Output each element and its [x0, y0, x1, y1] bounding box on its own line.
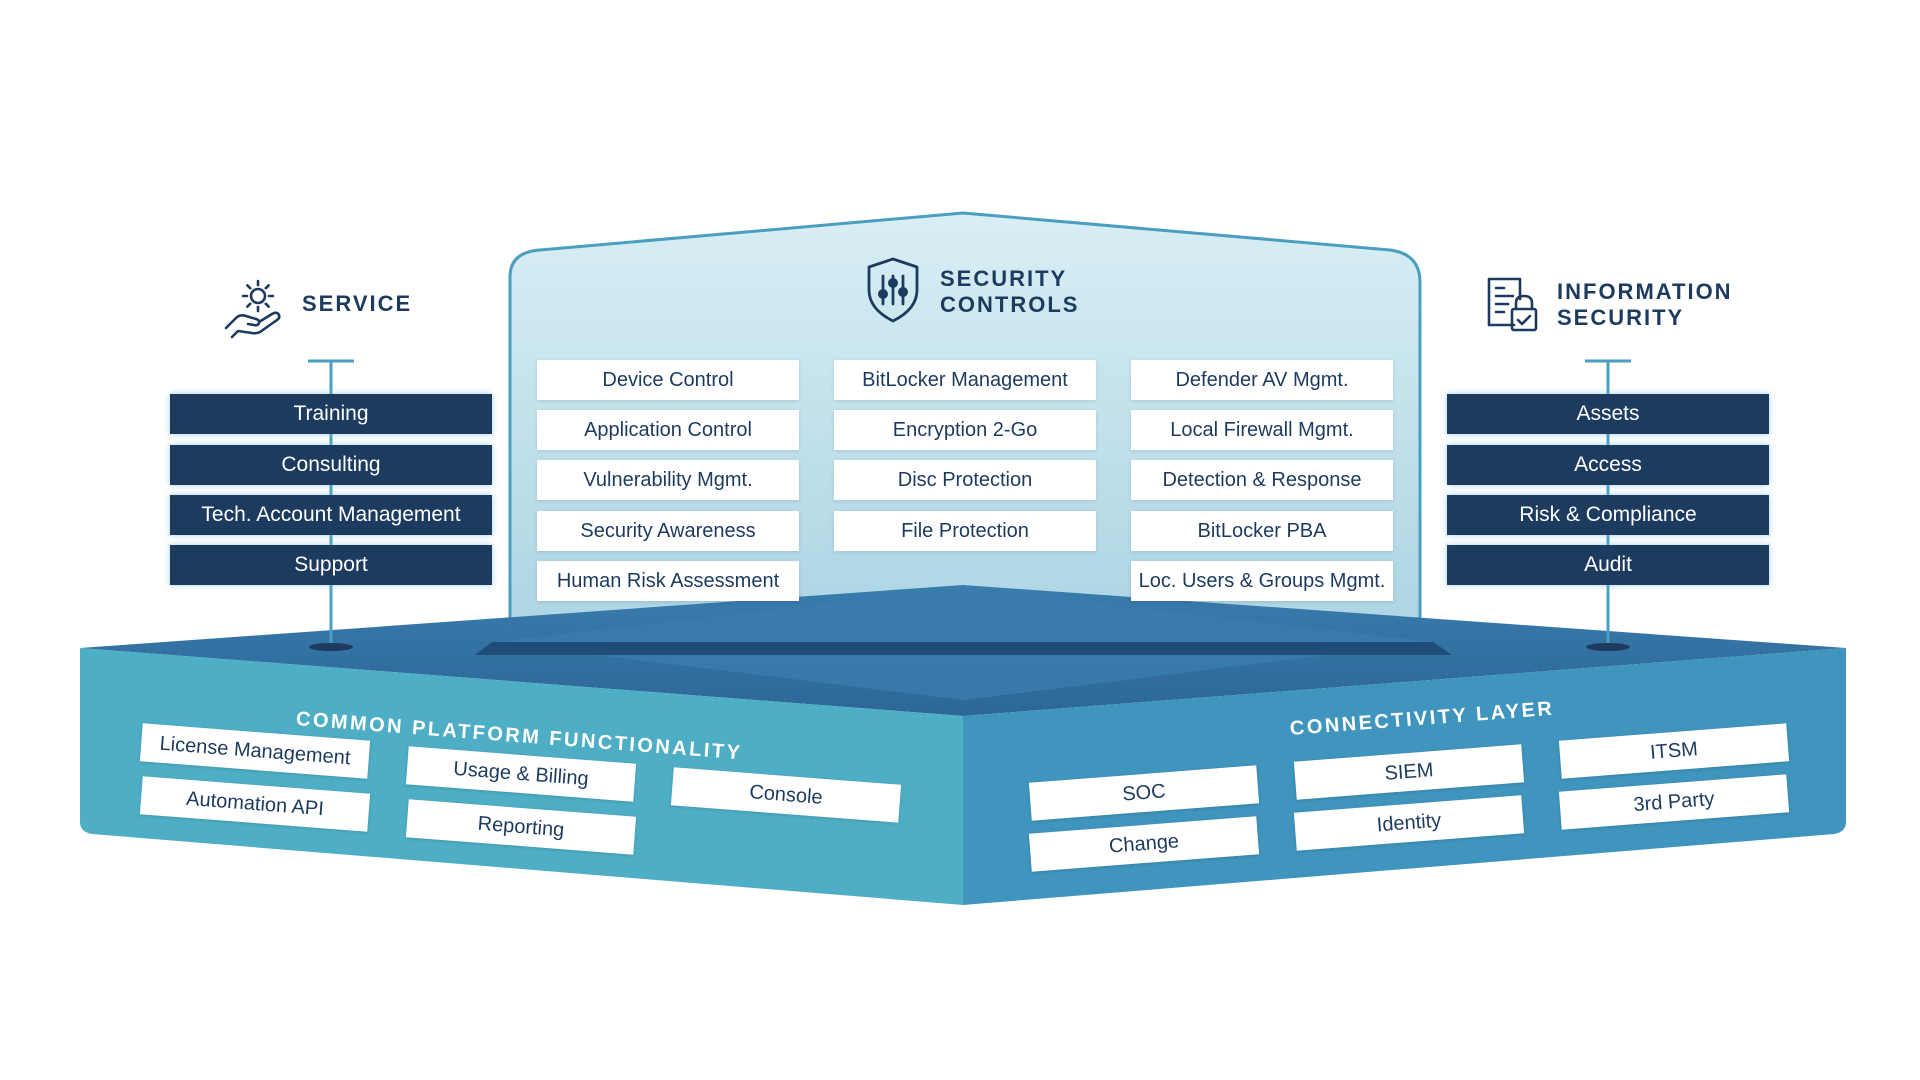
control-defender-av-mgmt[interactable]: Defender AV Mgmt. [1131, 360, 1393, 400]
service-item-support[interactable]: Support [170, 545, 492, 585]
information-security-title: INFORMATION SECURITY [1557, 279, 1733, 331]
control-encryption-2go[interactable]: Encryption 2-Go [834, 410, 1096, 450]
information-security-title-line2: SECURITY [1557, 305, 1685, 330]
infosec-item-assets[interactable]: Assets [1447, 394, 1769, 434]
control-security-awareness[interactable]: Security Awareness [537, 511, 799, 551]
control-local-firewall-mgmt[interactable]: Local Firewall Mgmt. [1131, 410, 1393, 450]
control-detection-response[interactable]: Detection & Response [1131, 460, 1393, 500]
gear-hand-icon [224, 279, 281, 339]
infosec-connector-base [1586, 643, 1630, 651]
control-file-protection[interactable]: File Protection [834, 511, 1096, 551]
control-local-users-groups-mgmt[interactable]: Loc. Users & Groups Mgmt. [1131, 561, 1393, 601]
control-device-control[interactable]: Device Control [537, 360, 799, 400]
infosec-item-access[interactable]: Access [1447, 445, 1769, 485]
platform-inner-slab-front [475, 642, 1452, 655]
control-bitlocker-pba[interactable]: BitLocker PBA [1131, 511, 1393, 551]
security-controls-title-line2: CONTROLS [940, 292, 1080, 317]
infosec-item-audit[interactable]: Audit [1447, 545, 1769, 585]
security-controls-title: SECURITY CONTROLS [940, 266, 1079, 318]
service-item-training[interactable]: Training [170, 394, 492, 434]
document-lock-icon [1487, 277, 1538, 332]
control-disc-protection[interactable]: Disc Protection [834, 460, 1096, 500]
service-item-consulting[interactable]: Consulting [170, 445, 492, 485]
service-item-tam[interactable]: Tech. Account Management [170, 495, 492, 535]
security-controls-title-line1: SECURITY [940, 266, 1068, 291]
shield-sliders-icon [867, 257, 919, 323]
service-connector-base [309, 643, 353, 651]
infosec-item-risk-compliance[interactable]: Risk & Compliance [1447, 495, 1769, 535]
control-application-control[interactable]: Application Control [537, 410, 799, 450]
service-title: SERVICE [302, 291, 413, 316]
information-security-title-line1: INFORMATION [1557, 279, 1733, 304]
control-vulnerability-mgmt[interactable]: Vulnerability Mgmt. [537, 460, 799, 500]
control-human-risk-assessment[interactable]: Human Risk Assessment [537, 561, 799, 601]
control-bitlocker-management[interactable]: BitLocker Management [834, 360, 1096, 400]
